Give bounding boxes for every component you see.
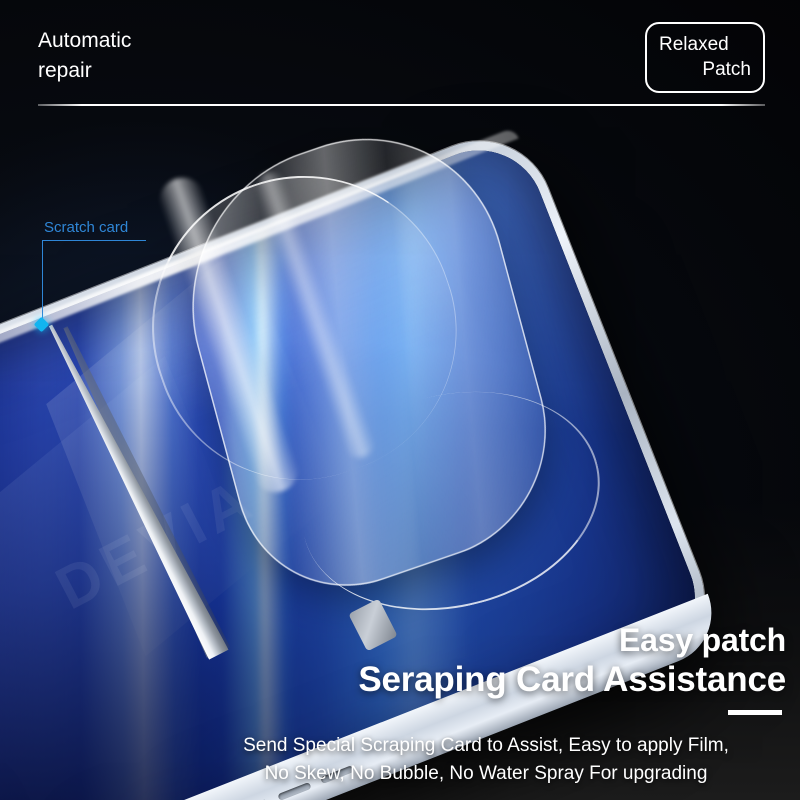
callout-label: Scratch card bbox=[44, 219, 129, 236]
promo-block: Easy patch Seraping Card Assistance Send… bbox=[186, 621, 786, 788]
promo-underline-bar bbox=[186, 701, 786, 732]
callout-vertical-line bbox=[42, 240, 43, 326]
badge-line-2: Patch bbox=[702, 59, 751, 80]
page-title-line-2: repair bbox=[38, 59, 92, 82]
status-badge: Relaxed Patch bbox=[645, 22, 765, 93]
callout-horizontal-line bbox=[42, 240, 146, 241]
page-title-line-1: Automatic bbox=[38, 29, 132, 52]
page-title: Automatic repair bbox=[38, 26, 131, 86]
promo-heading-primary: Easy patch bbox=[619, 622, 786, 658]
promo-heading-secondary: Seraping Card Assistance bbox=[358, 660, 786, 699]
promo-subtext-line-1: Send Special Scraping Card to Assist, Ea… bbox=[243, 735, 729, 756]
badge-line-1: Relaxed bbox=[659, 34, 729, 55]
header-divider bbox=[38, 104, 765, 106]
promo-subtext-line-2: No Skew, No Bubble, No Water Spray For u… bbox=[264, 763, 708, 784]
